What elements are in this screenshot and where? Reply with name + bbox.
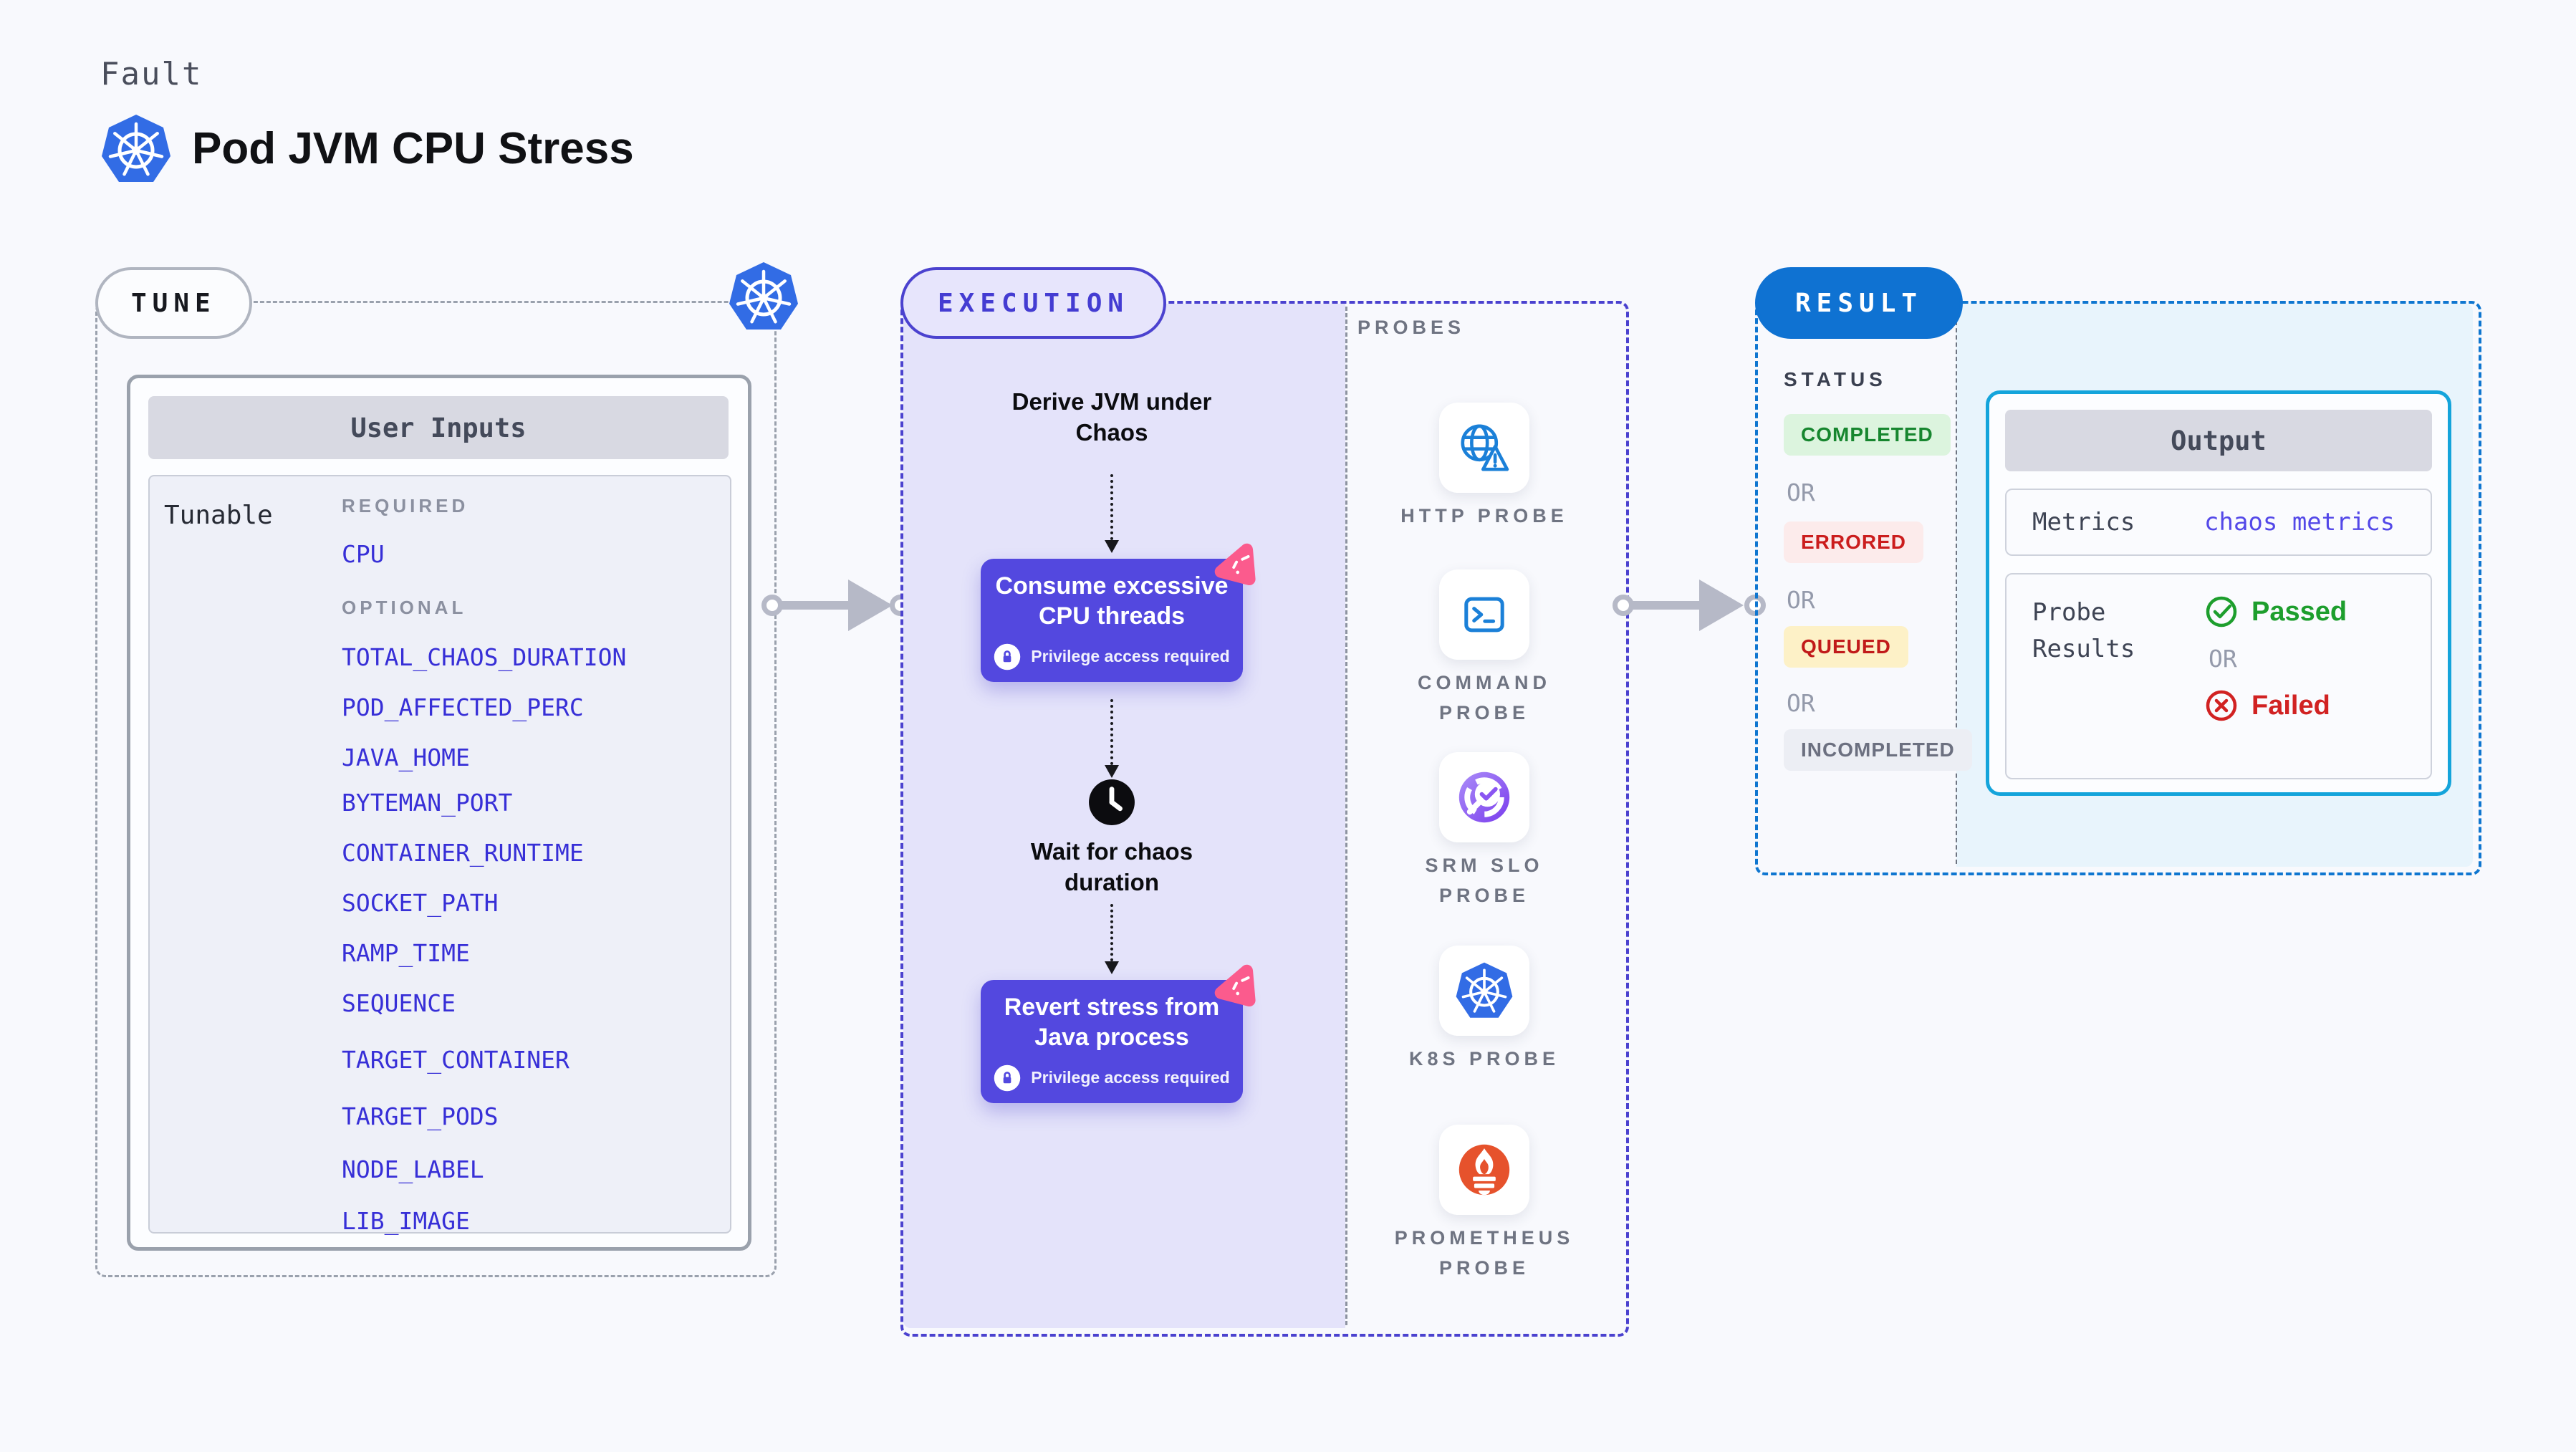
probes-heading: PROBES — [1357, 317, 1466, 338]
result-divider — [1956, 307, 1957, 864]
clock-icon — [1087, 778, 1136, 827]
probe-card-k8s[interactable] — [1439, 946, 1529, 1036]
metrics-row: Metrics chaos metrics — [2005, 489, 2432, 556]
connector-endpoint — [761, 595, 783, 616]
user-inputs-card: User Inputs Tunable REQUIRED CPU OPTIONA… — [127, 375, 751, 1251]
privilege-row: Privilege access required — [994, 1064, 1230, 1092]
probe-results-values: Passed OR Failed — [2204, 595, 2347, 758]
passed-row: Passed — [2204, 595, 2347, 629]
required-heading: REQUIRED — [342, 495, 469, 516]
arrow-right-icon — [1699, 580, 1744, 631]
or-label: OR — [1787, 586, 1815, 614]
tune-stage-pill: TUNE — [95, 267, 252, 339]
status-badge-errored: ERRORED — [1784, 521, 1924, 563]
output-card: Output Metrics chaos metrics Probe Resul… — [1986, 390, 2451, 796]
slo-check-icon — [1453, 766, 1516, 829]
probe-card-command[interactable] — [1439, 569, 1529, 660]
metrics-label: Metrics — [2032, 507, 2135, 537]
flow-step-consume: Consume excessive CPU threads Privilege … — [981, 559, 1243, 682]
arrow-down-icon — [1105, 540, 1119, 553]
tunables-list: Tunable REQUIRED CPU OPTIONAL TOTAL_CHAO… — [148, 475, 731, 1235]
flow-step-wait: Wait for chaos duration — [1030, 838, 1193, 895]
probe-results-row: Probe Results Passed OR Failed — [2005, 573, 2432, 779]
lock-icon — [994, 643, 1021, 670]
probe-label: HTTP PROBE — [1400, 505, 1568, 527]
env-var-link[interactable]: CPU — [342, 540, 385, 568]
flow-step-revert-label: Revert stress from Java process — [1004, 993, 1220, 1052]
probe-results-label: Probe Results — [2032, 598, 2135, 663]
probe-label: SRM SLO PROBE — [1425, 855, 1544, 906]
prometheus-icon — [1453, 1138, 1516, 1201]
probe-label: K8S PROBE — [1408, 1048, 1560, 1069]
privilege-label: Privilege access required — [1031, 647, 1230, 665]
env-var-link[interactable]: TARGET_PODS — [342, 1102, 499, 1130]
or-label: OR — [2209, 645, 2237, 673]
flow-arrow — [1110, 904, 1113, 961]
env-var-link[interactable]: TOTAL_CHAOS_DURATION — [342, 643, 627, 671]
env-var-link[interactable]: LIB_IMAGE — [342, 1207, 470, 1235]
page-title: Pod JVM CPU Stress — [192, 124, 634, 173]
tunable-row-label: Tunable — [164, 501, 273, 530]
execution-stage-pill: EXECUTION — [900, 267, 1167, 339]
privilege-row: Privilege access required — [994, 643, 1230, 670]
flow-step-derive: Derive JVM under Chaos — [1011, 388, 1212, 446]
env-var-link[interactable]: JAVA_HOME — [342, 744, 470, 771]
x-circle-icon — [2204, 688, 2239, 723]
env-var-link[interactable]: POD_AFFECTED_PERC — [342, 693, 584, 721]
flow-arrow — [1110, 699, 1113, 765]
env-var-link[interactable]: TARGET_CONTAINER — [342, 1046, 569, 1074]
arrow-right-icon — [848, 580, 893, 631]
lock-icon — [994, 1064, 1021, 1092]
status-badge-queued: QUEUED — [1784, 626, 1908, 668]
failed-row: Failed — [2204, 688, 2347, 723]
execution-to-result-connector — [1623, 601, 1706, 610]
output-title: Output — [2005, 410, 2432, 471]
result-stage-box — [1755, 301, 2481, 875]
or-label: OR — [1787, 479, 1815, 506]
terminal-icon — [1454, 585, 1514, 645]
status-badge-completed: COMPLETED — [1784, 414, 1951, 456]
flow-step-consume-label: Consume excessive CPU threads — [995, 572, 1229, 630]
result-stage-pill: RESULT — [1755, 267, 1964, 339]
probe-label: PROMETHEUS PROBE — [1394, 1227, 1575, 1279]
status-badge-incompleted: INCOMPLETED — [1784, 729, 1972, 771]
arrow-down-icon — [1105, 765, 1119, 778]
check-circle-icon — [2204, 595, 2239, 629]
env-var-link[interactable]: SEQUENCE — [342, 989, 456, 1017]
passed-label: Passed — [2251, 596, 2347, 627]
or-label: OR — [1787, 689, 1815, 717]
chaos-badge-icon — [1206, 957, 1268, 1019]
probe-label: COMMAND PROBE — [1418, 672, 1551, 723]
flow-step-revert: Revert stress from Java process Privileg… — [981, 980, 1243, 1103]
user-inputs-title: User Inputs — [148, 396, 729, 459]
connector-endpoint — [1613, 595, 1634, 616]
privilege-label: Privilege access required — [1031, 1068, 1230, 1087]
metrics-value-link[interactable]: chaos metrics — [2204, 508, 2395, 537]
arrow-down-icon — [1105, 961, 1119, 974]
chaos-badge-icon — [1206, 536, 1268, 597]
execution-stage-box — [900, 301, 1629, 1337]
tune-stage-box — [95, 301, 777, 1277]
flow-arrow — [1110, 474, 1113, 540]
probe-card-http[interactable] — [1439, 403, 1529, 493]
fault-kicker: Fault — [100, 56, 203, 92]
execution-probes-divider — [1345, 307, 1347, 1325]
probe-card-prometheus[interactable] — [1439, 1125, 1529, 1215]
tune-to-execution-connector — [772, 601, 855, 610]
kubernetes-icon — [100, 113, 172, 185]
kubernetes-icon — [728, 259, 799, 334]
probe-card-srm-slo[interactable] — [1439, 752, 1529, 842]
tunables-column: REQUIRED CPU OPTIONAL TOTAL_CHAOS_DURATI… — [342, 495, 626, 1235]
env-var-link[interactable]: CONTAINER_RUNTIME — [342, 839, 584, 867]
globe-alert-icon — [1454, 418, 1514, 478]
env-var-link[interactable]: RAMP_TIME — [342, 939, 470, 967]
env-var-link[interactable]: NODE_LABEL — [342, 1155, 484, 1183]
status-heading: STATUS — [1784, 368, 1887, 390]
kubernetes-icon — [1455, 961, 1514, 1020]
optional-heading: OPTIONAL — [342, 597, 467, 618]
failed-label: Failed — [2251, 690, 2330, 721]
env-var-link[interactable]: SOCKET_PATH — [342, 889, 499, 917]
env-var-link[interactable]: BYTEMAN_PORT — [342, 789, 513, 817]
